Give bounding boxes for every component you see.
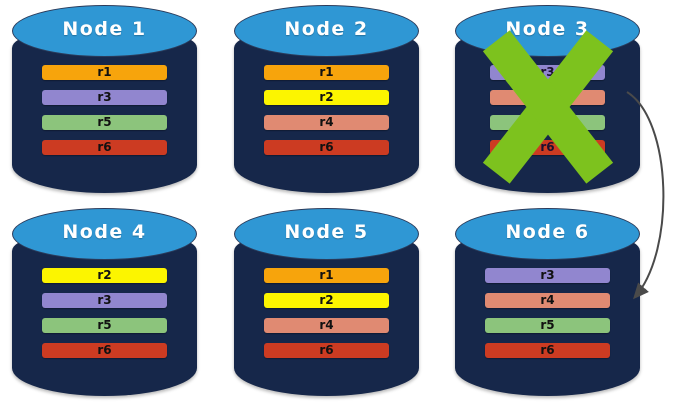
node-5-replica-list: r1 r2 r4 r6 <box>264 268 389 358</box>
replica-r6[interactable]: r6 <box>264 343 389 358</box>
replica-r5[interactable]: r5 <box>42 318 167 333</box>
replica-r3[interactable]: r3 <box>490 65 605 80</box>
replica-r6[interactable]: r6 <box>42 140 167 155</box>
node-2-top-ellipse <box>234 5 419 57</box>
replica-r2[interactable]: r2 <box>264 293 389 308</box>
node-1-replica-list: r1 r3 r5 r6 <box>42 65 167 155</box>
replica-r6[interactable]: r6 <box>264 140 389 155</box>
node-6-top-ellipse <box>455 208 640 260</box>
replica-r6[interactable]: r6 <box>42 343 167 358</box>
replica-r1[interactable]: r1 <box>42 65 167 80</box>
replica-r3[interactable]: r3 <box>42 90 167 105</box>
replica-r3[interactable]: r3 <box>485 268 610 283</box>
replica-r3[interactable]: r3 <box>42 293 167 308</box>
node-3-top-ellipse <box>455 5 640 57</box>
replica-r2[interactable]: r2 <box>42 268 167 283</box>
replica-r2[interactable]: r2 <box>264 90 389 105</box>
replica-r4[interactable]: r4 <box>264 318 389 333</box>
replica-r6[interactable]: r6 <box>490 140 605 155</box>
replica-r1[interactable]: r1 <box>264 65 389 80</box>
replica-r4[interactable]: r4 <box>490 90 605 105</box>
replica-r4[interactable]: r4 <box>264 115 389 130</box>
replica-r6[interactable]: r6 <box>485 343 610 358</box>
node-6-replica-list: r3 r4 r5 r6 <box>485 268 610 358</box>
node-5-top-ellipse <box>234 208 419 260</box>
node-4-replica-list: r2 r3 r5 r6 <box>42 268 167 358</box>
replica-r4[interactable]: r4 <box>485 293 610 308</box>
replica-r5[interactable]: r5 <box>42 115 167 130</box>
replica-r1[interactable]: r1 <box>264 268 389 283</box>
replica-r5[interactable]: r5 <box>485 318 610 333</box>
replica-r5[interactable]: r5 <box>490 115 605 130</box>
node-3-replica-list: r3 r4 r5 r6 <box>490 65 605 155</box>
node-4-top-ellipse <box>12 208 197 260</box>
node-2-replica-list: r1 r2 r4 r6 <box>264 65 389 155</box>
node-1-top-ellipse <box>12 5 197 57</box>
